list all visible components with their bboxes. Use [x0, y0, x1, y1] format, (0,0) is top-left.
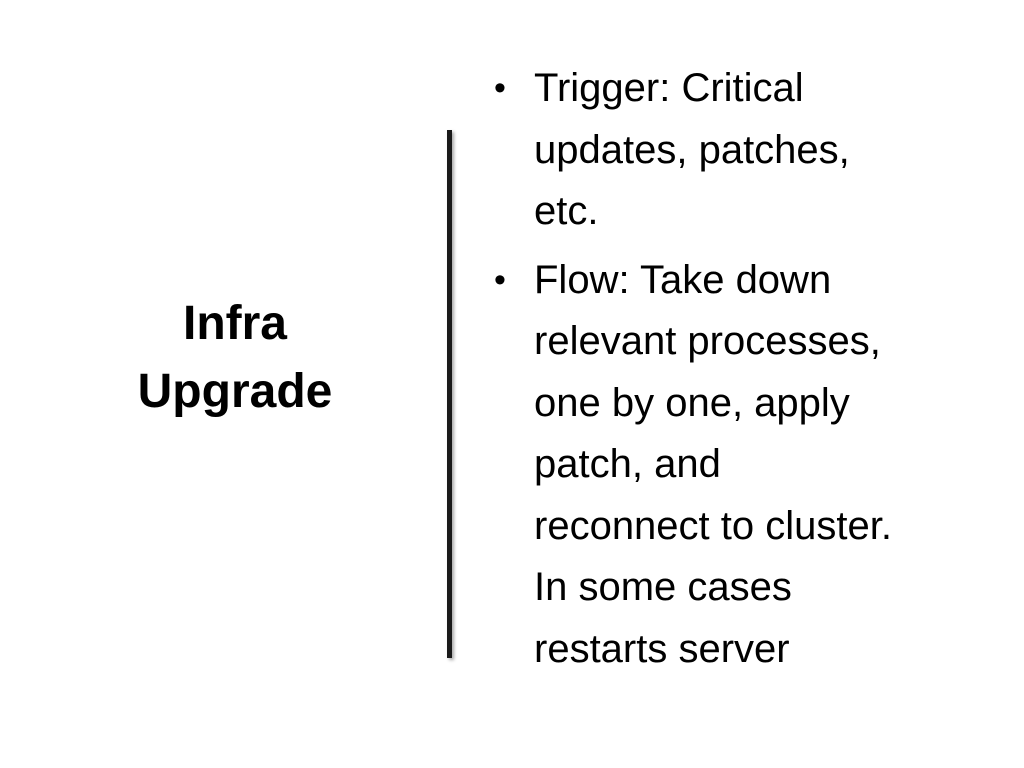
vertical-divider — [447, 130, 452, 658]
bullet-text-line: one by one, apply — [534, 380, 850, 425]
slide-title-line-1: Infra — [182, 297, 287, 350]
bullet-text-line: Trigger: Critical — [534, 66, 804, 110]
bullet-item-trigger: • Trigger: Critical updates, patches, et… — [490, 58, 990, 243]
bullet-text-line: patch, and — [534, 442, 721, 486]
bullet-text-line: relevant processes, — [534, 319, 881, 363]
bullet-text-line: etc. — [534, 189, 599, 233]
bullet-text-line: updates, patches, — [534, 127, 850, 172]
bullet-text-line: Flow: Take down — [534, 257, 832, 302]
bullet-marker: • — [494, 69, 506, 107]
slide-title: Infra Upgrade — [100, 290, 370, 426]
bullet-item-flow: • Flow: Take down relevant processes, on… — [490, 250, 990, 681]
bullet-text-line: In some cases — [534, 565, 792, 609]
slide-title-line-2: Upgrade — [137, 365, 333, 418]
bullet-list: • Trigger: Critical updates, patches, et… — [490, 58, 990, 687]
bullet-marker: • — [494, 260, 506, 299]
bullet-text-line: reconnect to cluster. — [534, 503, 892, 548]
bullet-text-line: restarts server — [534, 626, 790, 671]
